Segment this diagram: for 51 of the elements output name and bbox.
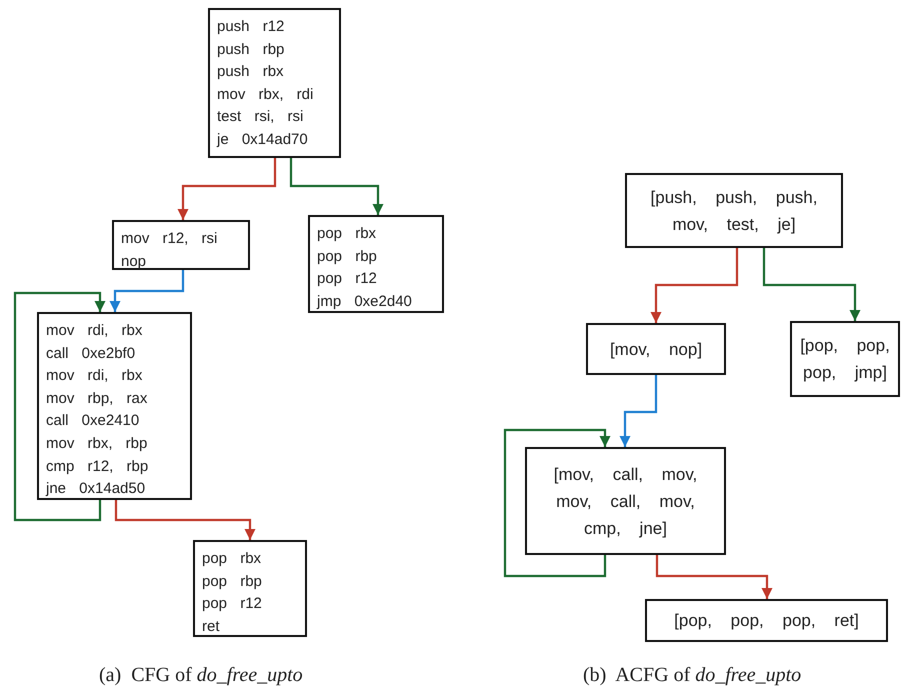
- instruction-text: push rbp: [217, 40, 284, 60]
- code-block-box: [208, 8, 341, 158]
- instruction-text: call 0xe2bf0: [46, 344, 136, 364]
- code-block-box: [112, 220, 250, 270]
- instruction-text: jmp 0xe2d40: [317, 292, 412, 312]
- instruction-text: pop rbx: [202, 549, 262, 569]
- arrow: [114, 500, 256, 540]
- instruction-text: mov rbx, rdi: [217, 84, 314, 105]
- code-block-box: [308, 215, 444, 313]
- instruction-text: cmp r12, rbp: [46, 456, 148, 477]
- instruction-text: pop r12: [202, 594, 262, 614]
- instruction-text: ret: [202, 616, 220, 637]
- instruction-text: push rbx: [217, 62, 284, 82]
- opcode-text: [mov, nop]: [608, 338, 704, 360]
- instruction-text: mov rdi, rbx: [46, 366, 142, 386]
- instruction-text: pop rbp: [202, 572, 262, 592]
- opcode-list-box: [586, 323, 726, 375]
- arrow: [650, 248, 738, 323]
- opcode-list-box: [625, 173, 843, 248]
- arrow: [110, 270, 184, 312]
- opcode-text: [push, push, push, mov, test, je]: [650, 186, 818, 236]
- instruction-text: pop rbp: [317, 246, 377, 267]
- arrow: [620, 375, 658, 447]
- instruction-text: je 0x14ad70: [217, 130, 308, 150]
- instruction-text: nop: [121, 252, 146, 272]
- opcode-text: [pop, pop, pop, jmp]: [799, 335, 891, 384]
- arrow: [656, 555, 772, 599]
- code-block-box: [193, 540, 307, 637]
- arrow: [178, 158, 276, 220]
- instruction-text: pop rbx: [317, 224, 376, 244]
- instruction-text: call 0xe2410: [46, 411, 140, 432]
- instruction-text: mov rbp, rax: [46, 388, 148, 409]
- instruction-text: mov r12, rsi: [121, 229, 218, 249]
- instruction-text: pop r12: [317, 269, 377, 290]
- instruction-text: push r12: [217, 17, 284, 37]
- caption: (a) CFG of do_free_upto: [99, 664, 303, 687]
- code-block-box: [37, 312, 192, 500]
- opcode-list-box: [525, 447, 726, 555]
- instruction-text: test rsi, rsi: [217, 107, 304, 128]
- arrow: [290, 158, 384, 215]
- arrow: [504, 428, 610, 578]
- instruction-text: jne 0x14ad50: [46, 479, 146, 500]
- instruction-text: mov rbx, rbp: [46, 434, 148, 454]
- caption: (b) ACFG of do_free_upto: [583, 664, 802, 687]
- arrow: [14, 292, 106, 522]
- opcode-text: [pop, pop, pop, ret]: [673, 610, 860, 632]
- arrow: [762, 248, 860, 321]
- instruction-text: mov rdi, rbx: [46, 321, 142, 341]
- opcode-list-box: [790, 321, 900, 397]
- opcode-list-box: [645, 599, 888, 642]
- opcode-text: [mov, call, mov, mov, call, mov, cmp, jne]: [552, 464, 698, 540]
